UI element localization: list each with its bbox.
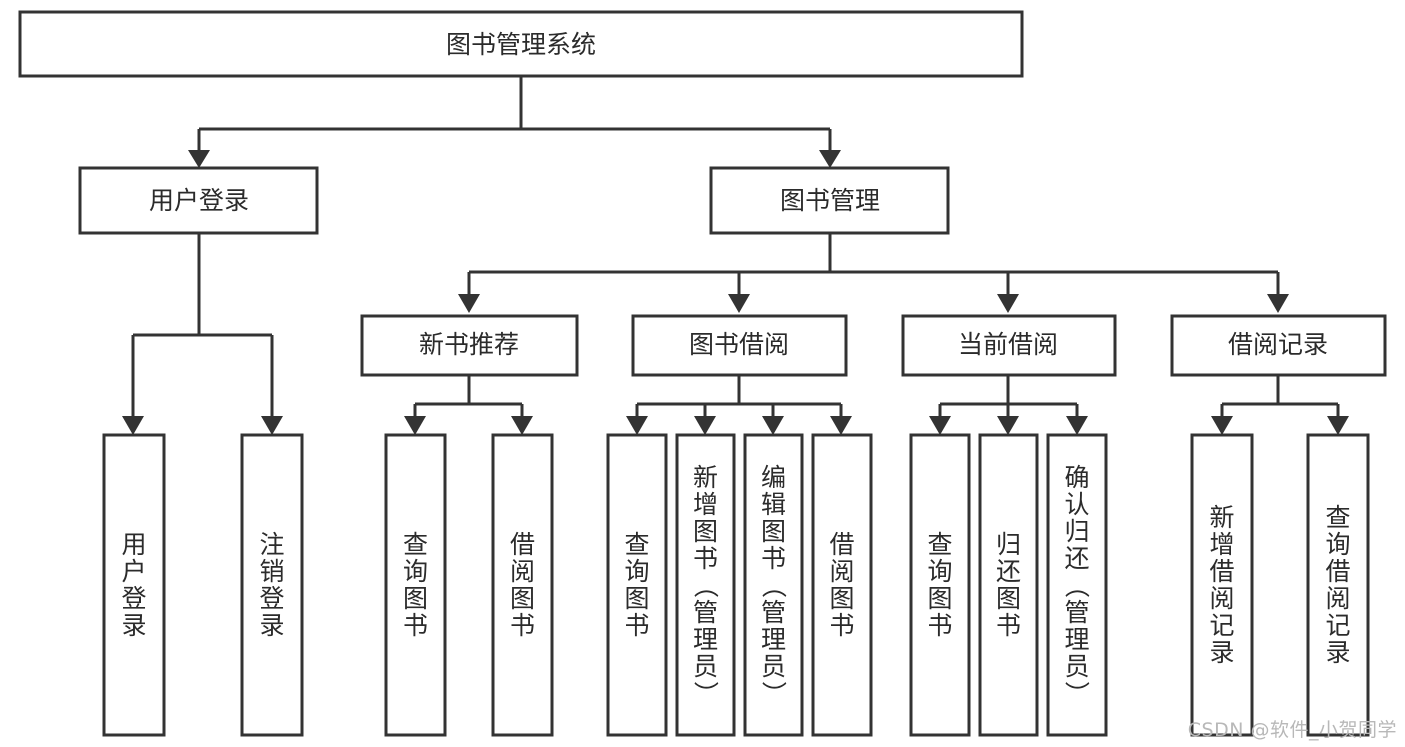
node-book-management[interactable]: 图书管理 [709,166,950,235]
node-leaf-confirm-return-box[interactable] [1046,433,1108,737]
node-user-login-label: 用户登录 [149,186,249,215]
node-user-login[interactable]: 用户登录 [78,166,319,235]
node-current-borrow[interactable]: 当前借阅 [901,314,1117,377]
node-leaf-query-book-1-box[interactable] [384,433,447,737]
arrow-to-leaf-query-book-3 [929,416,951,435]
node-new-book-recommend[interactable]: 新书推荐 [360,314,579,377]
node-leaf-borrow-book-1-box[interactable] [491,433,554,737]
arrow-to-leaf-query-book-1 [404,416,426,435]
node-root-box[interactable] [18,10,1024,78]
node-borrow-record[interactable]: 借阅记录 [1170,314,1387,377]
arrow-to-leaf-edit-book [762,416,784,435]
node-leaf-edit-book-box[interactable] [743,433,804,737]
arrow-to-leaf-add-book [694,416,716,435]
csdn-watermark: CSDN @软件_小贺同学 [1187,719,1397,741]
arrow-to-leaf-query-book-2 [626,416,648,435]
arrow-to-book-borrow [728,294,750,313]
node-leaf-query-book-2-box[interactable] [606,433,668,737]
node-new-book-recommend-label: 新书推荐 [419,330,519,359]
arrow-to-book-management [819,150,841,168]
node-leaf-user-login-box[interactable] [102,433,166,737]
node-book-management-box[interactable] [709,166,950,235]
node-leaf-add-record-box[interactable] [1190,433,1254,737]
connector-group [122,76,1349,435]
node-book-borrow-label: 图书借阅 [689,330,789,359]
arrow-to-user-login [188,150,210,168]
node-current-borrow-box[interactable] [901,314,1117,377]
node-root[interactable]: 图书管理系统 [18,10,1024,78]
node-leaf-query-book-3-box[interactable] [909,433,971,737]
arrow-to-leaf-query-record [1327,416,1349,435]
arrow-to-leaf-add-record [1211,416,1233,435]
node-leaf-query-record-box[interactable] [1306,433,1370,737]
arrow-to-leaf-borrow-book-2 [830,416,852,435]
node-leaf-return-book-box[interactable] [978,433,1039,737]
arrow-to-leaf-borrow-book-1 [511,416,533,435]
node-book-borrow[interactable]: 图书借阅 [631,314,848,377]
arrow-to-new-book-recommend [458,294,480,313]
node-leaf-borrow-book-2-box[interactable] [811,433,873,737]
arrow-to-leaf-confirm-return [1066,416,1088,435]
node-borrow-record-label: 借阅记录 [1228,330,1328,359]
node-new-book-recommend-box[interactable] [360,314,579,377]
node-book-management-label: 图书管理 [780,186,880,215]
arrow-to-leaf-logout [261,416,283,435]
node-root-label: 图书管理系统 [446,30,596,59]
node-borrow-record-box[interactable] [1170,314,1387,377]
arrow-to-current-borrow [997,294,1019,313]
node-current-borrow-label: 当前借阅 [958,330,1058,359]
node-book-borrow-box[interactable] [631,314,848,377]
arrow-to-leaf-user-login [122,416,144,435]
node-leaf-add-book-box[interactable] [675,433,736,737]
arrow-to-leaf-return-book [997,416,1019,435]
node-user-login-box[interactable] [78,166,319,235]
node-leaf-logout-box[interactable] [240,433,304,737]
arrow-to-borrow-record [1267,294,1289,313]
